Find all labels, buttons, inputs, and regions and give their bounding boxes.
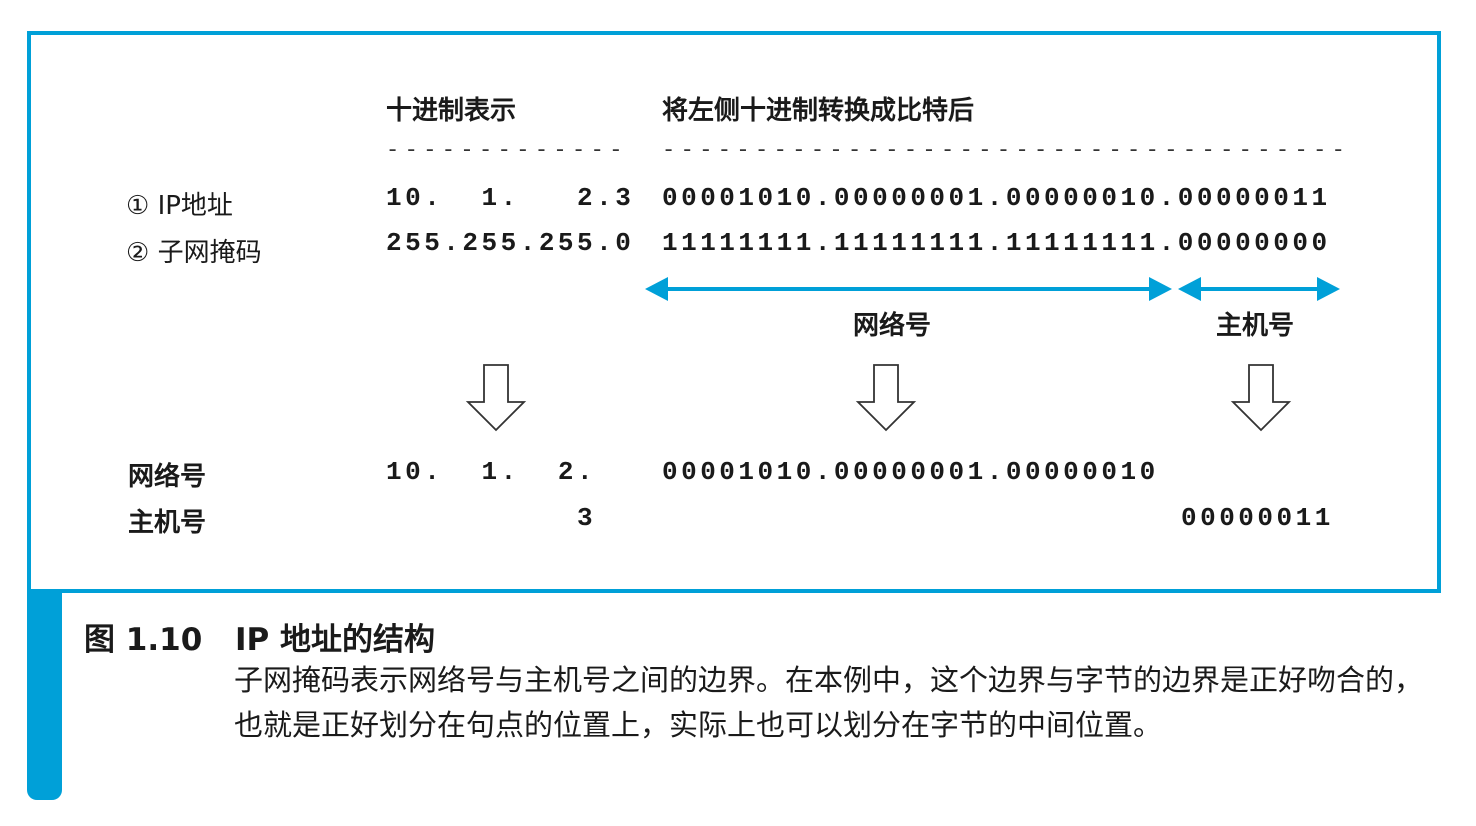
down-arrow-icon bbox=[1230, 364, 1292, 432]
ip-address-label: ① IP地址 bbox=[126, 191, 233, 221]
subnet-mask-label: ② 子网掩码 bbox=[126, 238, 262, 268]
caption-number: 图 1.10 bbox=[84, 622, 203, 658]
network-result-label: 网络号 bbox=[128, 462, 207, 492]
ip-address-binary: 00001010.00000001.00000010.00000011 bbox=[662, 183, 1331, 213]
decimal-divider: ------------- bbox=[386, 138, 628, 163]
host-result-binary: 00000011 bbox=[1181, 503, 1334, 533]
network-result-binary: 00001010.00000001.00000010 bbox=[662, 457, 1159, 487]
decimal-header: 十进制表示 bbox=[386, 96, 517, 126]
host-range-label: 主机号 bbox=[1216, 311, 1295, 341]
down-arrow-icon bbox=[465, 364, 527, 432]
binary-divider: ------------------------------------- bbox=[662, 138, 1351, 163]
ip-address-decimal: 10. 1. 2.3 bbox=[386, 183, 635, 213]
caption-accent-bar bbox=[27, 589, 62, 800]
caption-text: 子网掩码表示网络号与主机号之间的边界。在本例中，这个边界与字节的边界是正好吻合的… bbox=[234, 663, 1424, 742]
network-range-arrow bbox=[645, 277, 1172, 301]
caption-title: IP 地址的结构 bbox=[235, 622, 436, 658]
diagram-frame bbox=[27, 31, 1441, 593]
host-range-arrow bbox=[1178, 277, 1340, 301]
host-result-label: 主机号 bbox=[128, 508, 207, 538]
network-range-label: 网络号 bbox=[853, 311, 932, 341]
host-result-decimal: 3 bbox=[577, 503, 597, 533]
subnet-mask-decimal: 255.255.255.0 bbox=[386, 228, 635, 258]
down-arrow-icon bbox=[855, 364, 917, 432]
network-result-decimal: 10. 1. 2. bbox=[386, 457, 597, 487]
subnet-mask-binary: 11111111.11111111.11111111.00000000 bbox=[662, 228, 1331, 258]
binary-header: 将左侧十进制转换成比特后 bbox=[662, 96, 975, 126]
